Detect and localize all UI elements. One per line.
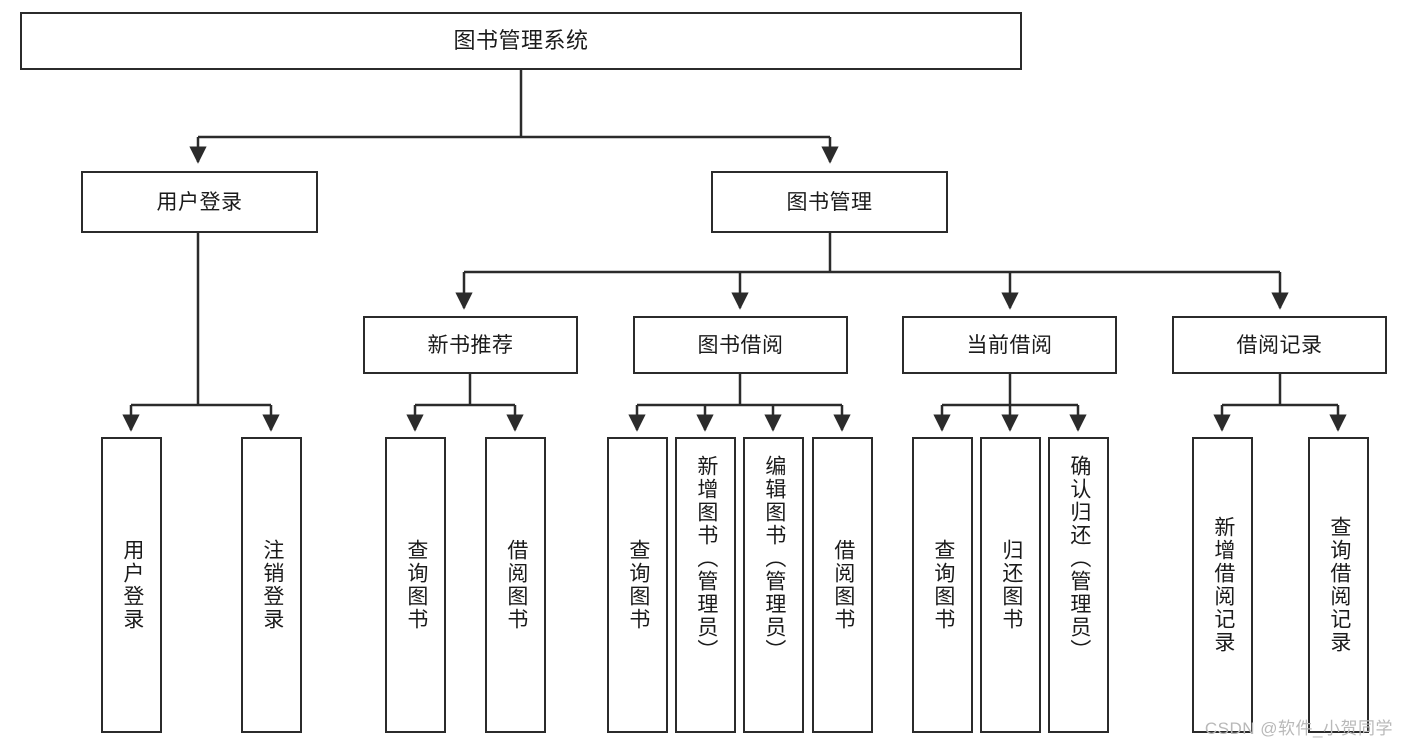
leaf-add-book-admin[interactable]: 新增图书（管理员） [675,437,736,733]
leaf-logout[interactable]: 注销登录 [241,437,302,733]
node-label: 编辑图书（管理员） [762,455,786,662]
leaf-query-books-current[interactable]: 查询图书 [912,437,973,733]
leaf-return-books[interactable]: 归还图书 [980,437,1041,733]
node-label: 新书推荐 [427,333,514,357]
leaf-confirm-return-admin[interactable]: 确认归还（管理员） [1048,437,1109,733]
node-label: 借阅记录 [1236,333,1323,357]
leaf-borrow-books-recommend[interactable]: 借阅图书 [485,437,546,733]
node-label: 图书借阅 [697,333,784,357]
node-current-borrowing[interactable]: 当前借阅 [902,316,1117,374]
node-label: 当前借阅 [966,333,1053,357]
node-root-system[interactable]: 图书管理系统 [20,12,1022,70]
node-label: 用户登录 [156,190,243,214]
leaf-user-login[interactable]: 用户登录 [101,437,162,733]
node-user-login[interactable]: 用户登录 [81,171,318,233]
leaf-query-books-recommend[interactable]: 查询图书 [385,437,446,733]
node-label: 图书管理系统 [453,28,589,53]
node-label: 图书管理 [786,190,873,214]
node-label: 查询图书 [404,539,428,631]
node-label: 借阅图书 [504,539,528,631]
node-label: 查询借阅记录 [1327,516,1351,654]
node-label: 新增借阅记录 [1211,516,1235,654]
node-label: 查询图书 [626,539,650,631]
node-label: 确认归还（管理员） [1067,455,1091,662]
node-label: 新增图书（管理员） [694,455,718,662]
leaf-query-borrow-record[interactable]: 查询借阅记录 [1308,437,1369,733]
node-label: 归还图书 [999,539,1023,631]
node-label: 查询图书 [931,539,955,631]
leaf-query-books-borrow[interactable]: 查询图书 [607,437,668,733]
node-label: 借阅图书 [831,539,855,631]
node-borrowing-records[interactable]: 借阅记录 [1172,316,1387,374]
node-book-borrowing[interactable]: 图书借阅 [633,316,848,374]
node-new-book-recommendation[interactable]: 新书推荐 [363,316,578,374]
node-label: 注销登录 [260,539,284,631]
csdn-watermark: CSDN @软件_小贺同学 [1204,719,1393,738]
node-label: 用户登录 [120,539,144,631]
node-book-management[interactable]: 图书管理 [711,171,948,233]
leaf-edit-book-admin[interactable]: 编辑图书（管理员） [743,437,804,733]
leaf-borrow-books[interactable]: 借阅图书 [812,437,873,733]
leaf-add-borrow-record[interactable]: 新增借阅记录 [1192,437,1253,733]
